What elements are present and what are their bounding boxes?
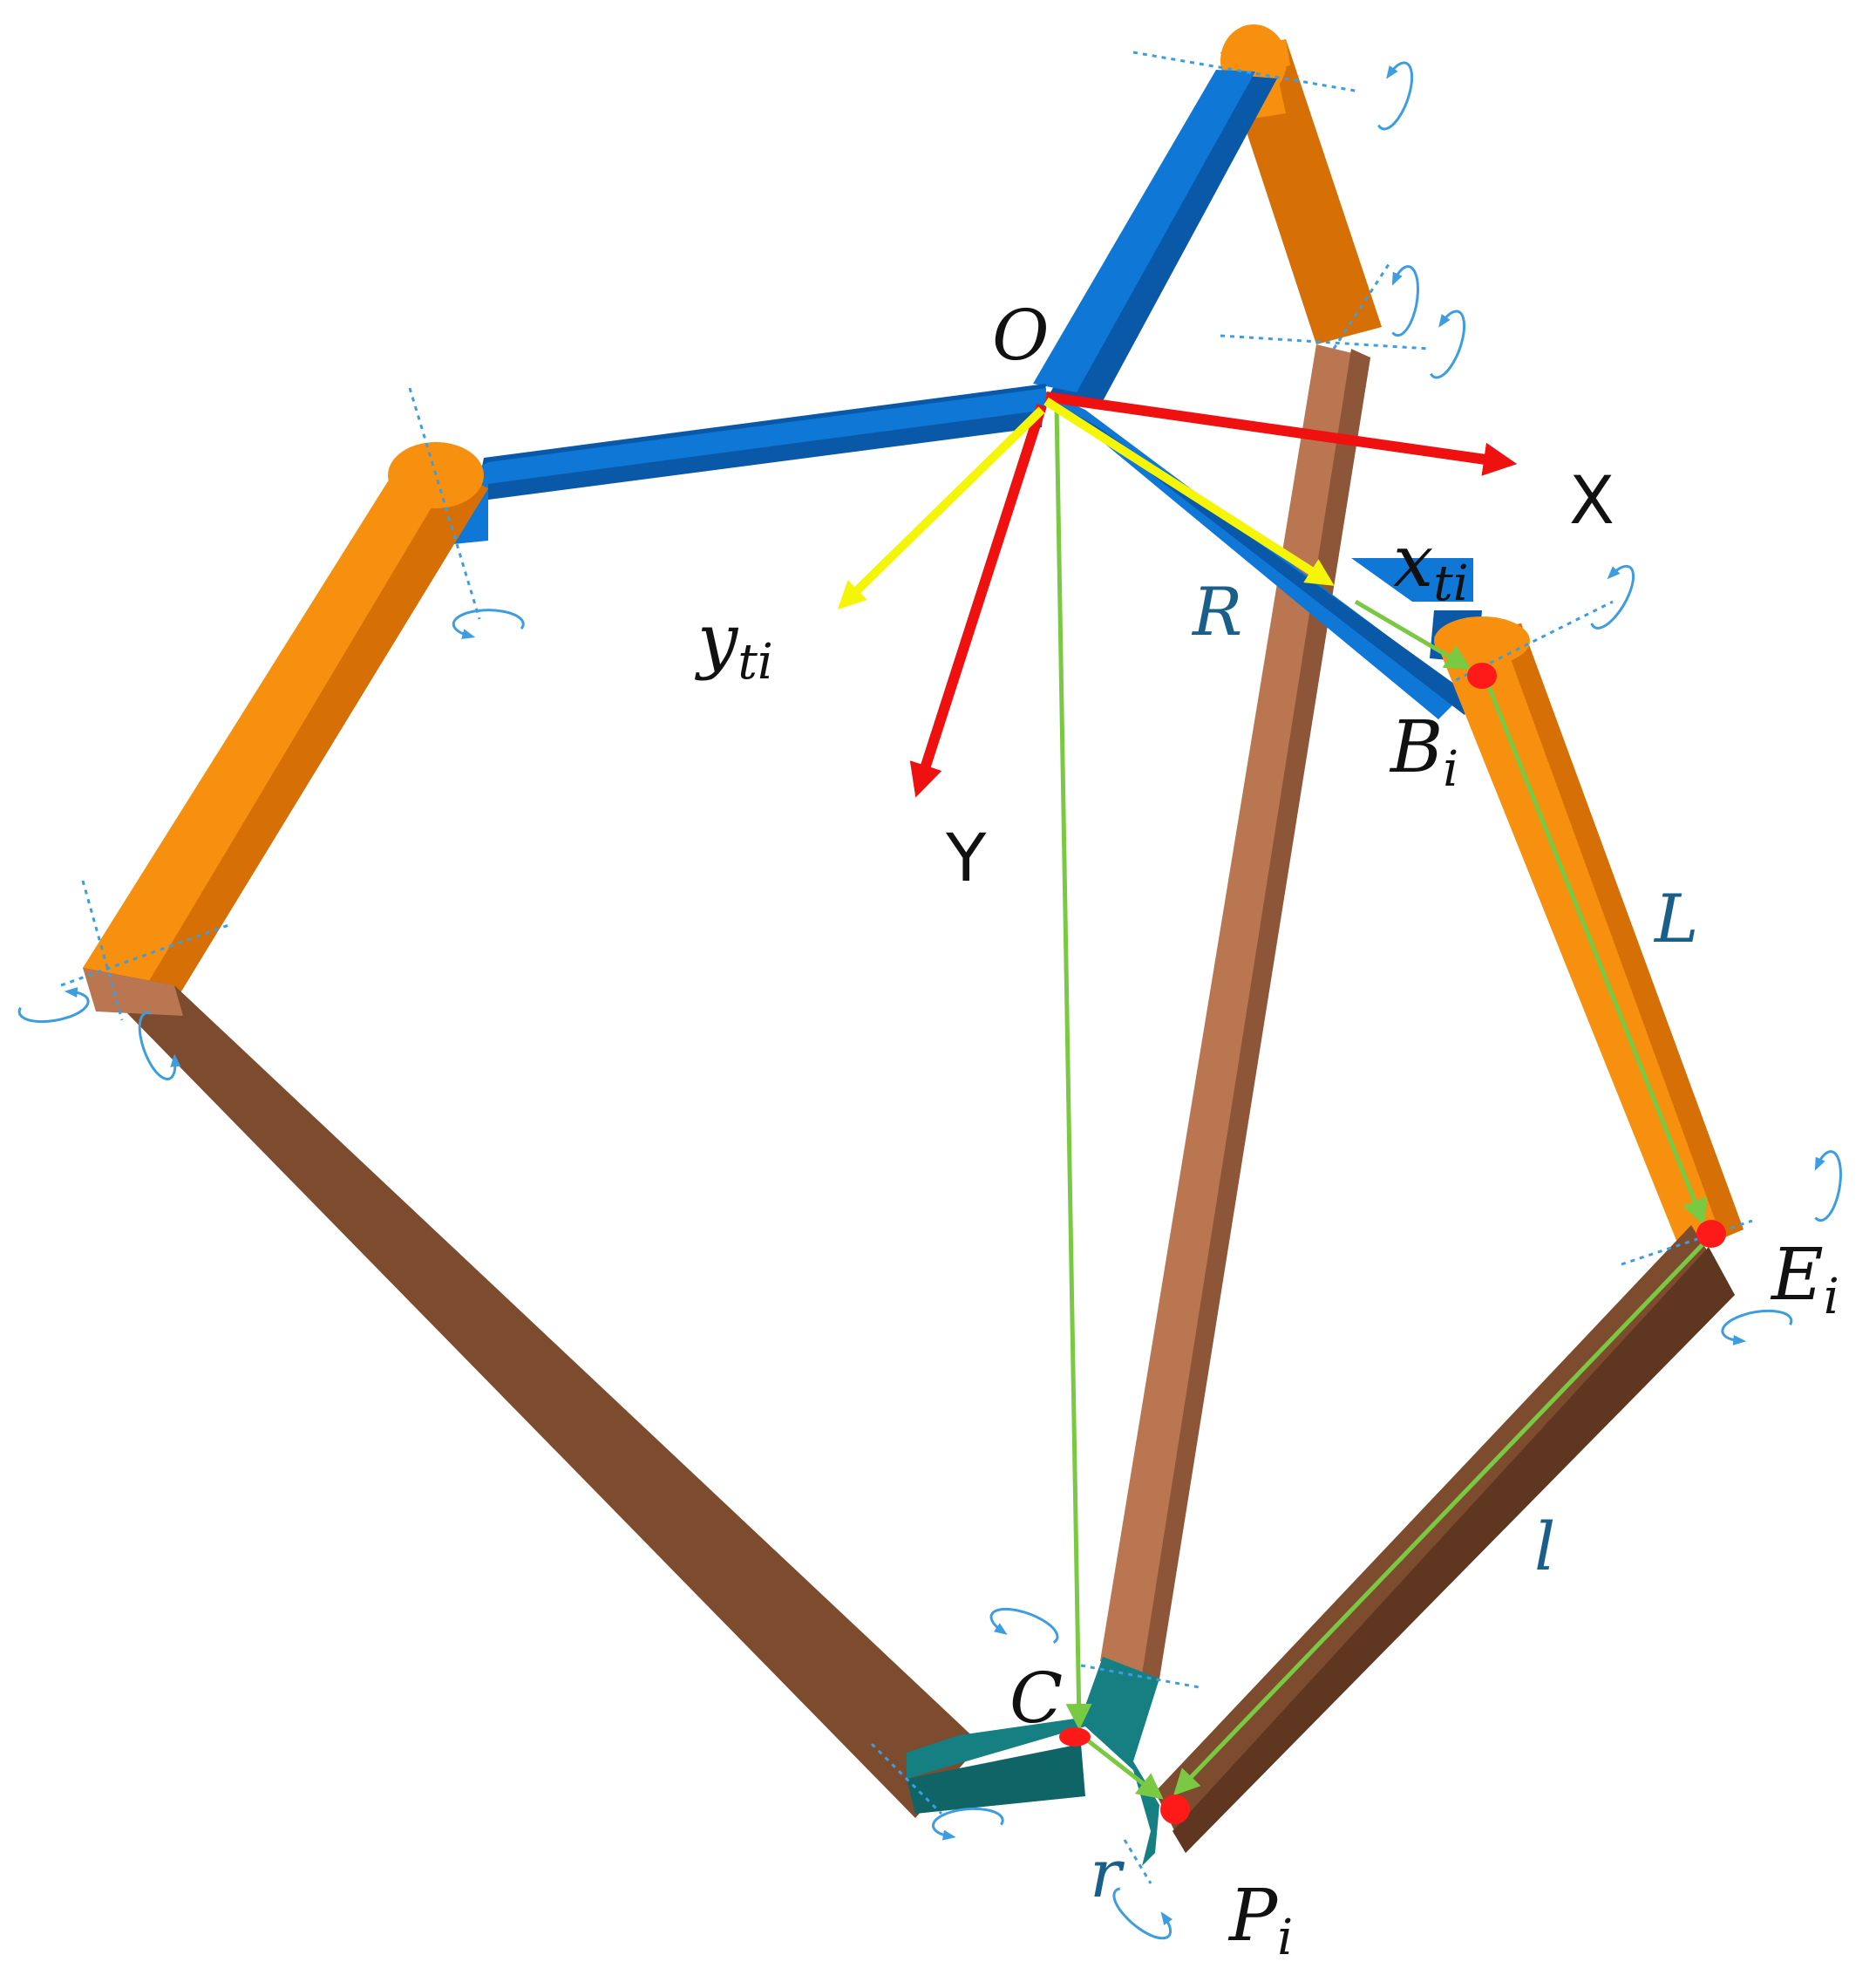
- joint-axes: [60, 51, 1753, 1884]
- labels: O X Y xti yti R Bi L Ei l C r Pi: [694, 295, 1839, 1966]
- vector-r: [1354, 599, 1472, 671]
- x-axis-arrow: [1045, 392, 1518, 476]
- joint-c-dot: [1059, 1727, 1091, 1747]
- joint-p-dot: [1160, 1795, 1190, 1824]
- label-platform-joint: Pi: [1227, 1875, 1293, 1966]
- vector-o-to-c: [1054, 405, 1092, 1730]
- label-local-y: yti: [694, 599, 773, 691]
- base-frame: [440, 70, 1482, 719]
- joint-b-dot: [1467, 663, 1497, 689]
- label-base-joint: Bi: [1389, 706, 1458, 798]
- label-base-radius: R: [1191, 573, 1242, 650]
- rotation-arrow-icon: [1808, 1149, 1845, 1222]
- rotation-arrow-icon: [453, 610, 523, 636]
- label-origin: O: [992, 295, 1050, 376]
- lower-arm-right: [1155, 1225, 1735, 1853]
- vector-l: [1172, 1236, 1710, 1796]
- rotation-arrow-icon: [1385, 264, 1423, 337]
- label-axis-x: X: [1569, 461, 1614, 539]
- local-y-axis-arrow: [837, 406, 1045, 610]
- label-upper-arm-length: L: [1653, 880, 1698, 957]
- label-local-x: xti: [1393, 521, 1469, 612]
- joint-e-dot: [1696, 1220, 1726, 1248]
- upper-arm-left: [83, 442, 488, 1003]
- local-x-axis-arrow: [1043, 397, 1335, 586]
- label-lower-arm-length: l: [1534, 1508, 1555, 1585]
- label-axis-y: Y: [945, 819, 987, 896]
- rotation-arrow-icon: [17, 989, 91, 1026]
- vector-r-platform: [1079, 1733, 1164, 1800]
- label-platform-center: C: [1009, 1658, 1063, 1739]
- rotation-arrow-icon: [988, 1602, 1062, 1650]
- lower-arm-back: [1100, 344, 1370, 1679]
- rotation-arrow-icons: [17, 59, 1845, 1946]
- rotation-arrow-icon: [1585, 562, 1642, 635]
- rotation-arrow-icon: [1371, 59, 1419, 133]
- rotation-arrow-icon: [1424, 308, 1472, 382]
- joint-points: [1059, 663, 1726, 1824]
- moving-platform: [907, 1657, 1159, 1866]
- vector-L: [1484, 679, 1708, 1226]
- label-elbow-joint: Ei: [1770, 1234, 1839, 1325]
- frame-axes: [837, 392, 1518, 798]
- label-platform-radius: r: [1090, 1835, 1125, 1912]
- y-axis-arrow: [909, 404, 1047, 798]
- lower-arm-left: [83, 968, 981, 1818]
- green-vectors: [1054, 405, 1710, 1800]
